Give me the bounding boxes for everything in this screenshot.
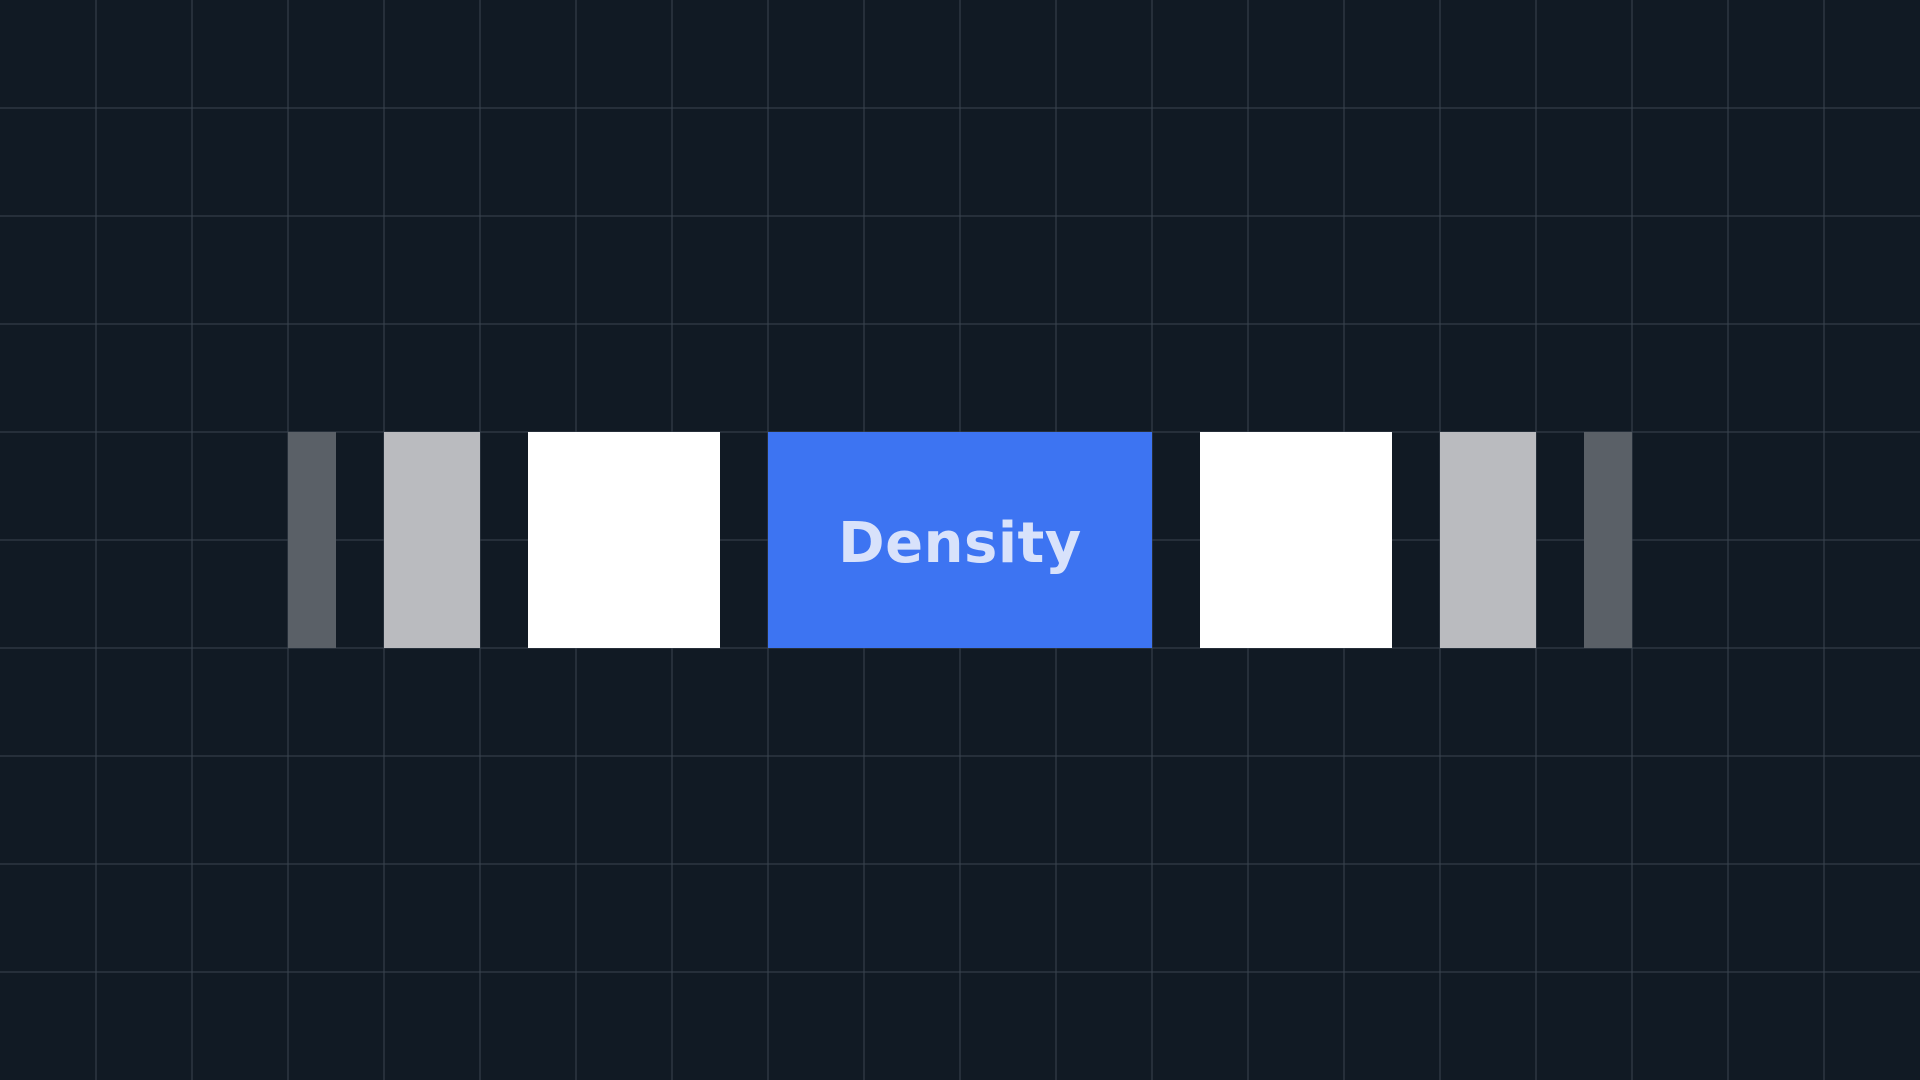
mid-right-bar (1440, 432, 1536, 648)
outer-right-bar (1584, 432, 1632, 648)
center-block: Density (768, 432, 1152, 648)
inner-left-bar (528, 432, 720, 648)
inner-right-bar (1200, 432, 1392, 648)
center-label: Density (838, 510, 1082, 576)
outer-left-bar (288, 432, 336, 648)
mid-left-bar (384, 432, 480, 648)
